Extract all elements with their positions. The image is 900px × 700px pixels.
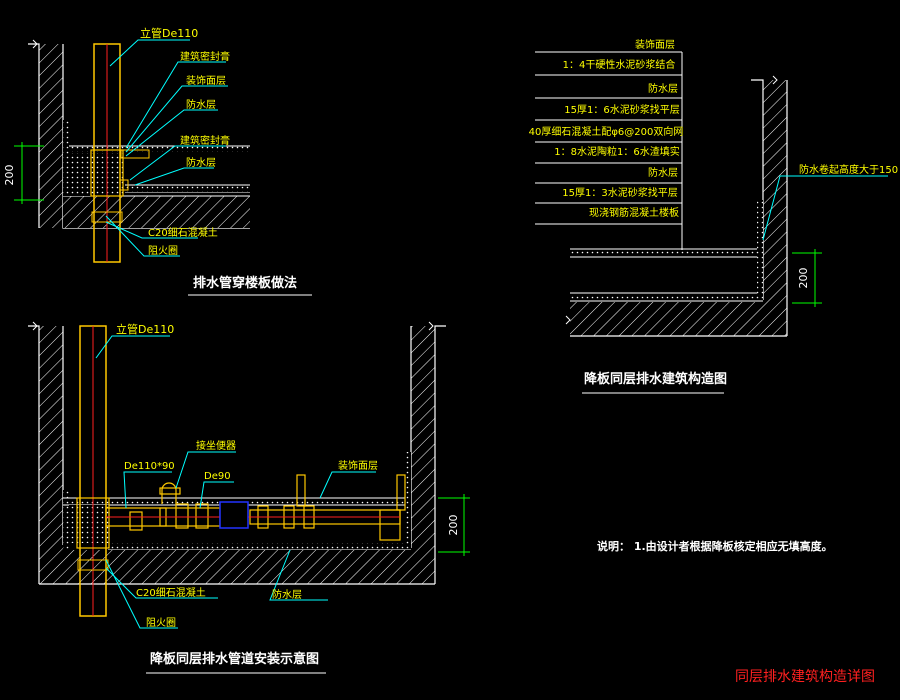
fig1-label-fire-ring: 阻火圈 [148,245,178,257]
fig3-title: 降板同层排水管道安装示意图 [150,651,319,667]
fig2-layer-4: 40厚细石混凝土配φ6@200双向网 [529,125,684,138]
fig2-layer-2: 防水层 [648,82,678,95]
fig1-slab [63,196,250,228]
fig3-label-fire-ring: 阻火圈 [146,617,176,629]
fig1-label-concrete: C20细石混凝土 [148,226,218,239]
drawing-title: 同层排水建筑构造详图 [735,669,875,685]
fig1-pipe-label: 立管De110 [140,26,198,40]
fig2-layer-6: 防水层 [648,166,678,179]
fig1-pipe-through-slab: 200 立管De110 建筑密封膏 装饰面层 防水层 建筑密封膏 防水层 C20… [3,26,312,296]
fig3-label-finish: 装饰面层 [338,459,378,472]
fig2-layer-5: 1：8水泥陶粒1：6水渣填实 [554,145,679,158]
fig2-slab [570,302,763,336]
fig3-floor-drain [219,501,249,529]
fig1-label-sealant: 建筑密封膏 [180,50,230,63]
fig1-label-sealant-2: 建筑密封膏 [180,134,230,147]
fig3-dimension: 200 [447,515,460,536]
fig1-dimension: 200 [3,165,16,186]
fig3-right-wall [411,326,435,584]
fig3-label-concrete: C20细石混凝土 [136,586,206,599]
fig3-pipe-label: 立管De110 [116,322,174,336]
fig3-label-toilet: 接坐便器 [196,439,236,452]
fig2-layer-3: 15厚1：6水泥砂浆找平层 [564,103,679,116]
fig3-pipe-install-section: 200 立管De110 接坐便器 De110*90 De90 装饰面层 C20细… [28,321,470,674]
fig1-label-waterproof-2: 防水层 [186,156,216,169]
fig2-dimension: 200 [797,268,810,289]
fig2-layer-0: 装饰面层 [635,38,675,51]
fig2-lowered-slab-section: 装饰面层 1：4干硬性水泥砂浆结合 防水层 15厚1：6水泥砂浆找平层 40厚细… [529,38,898,394]
design-note: 说明： 1.由设计者根据降板核定相应无填高度。 [597,539,833,553]
fig1-label-finish: 装饰面层 [186,74,226,87]
fig2-wall [763,80,787,336]
fig3-label-de90: De90 [204,471,231,482]
fig3-label-waterproof: 防水层 [272,588,302,601]
fig3-label-branch: De110*90 [124,461,175,472]
fig2-waterproof-note: 防水卷起高度大于150 [799,163,898,176]
fig2-title: 降板同层排水建筑构造图 [584,371,727,387]
fig2-layer-1: 1：4干硬性水泥砂浆结合 [563,58,676,71]
fig3-left-wall [39,326,63,584]
fig1-title: 排水管穿楼板做法 [193,275,297,291]
fig1-label-waterproof: 防水层 [186,98,216,111]
fig2-layer-7: 15厚1：3水泥砂浆找平层 [562,186,677,199]
fig1-wall [39,44,63,228]
fig3-slab [63,550,411,584]
fig3-branch-pipe [105,474,406,541]
fig2-layer-8: 现浇钢筋混凝土楼板 [589,206,679,219]
